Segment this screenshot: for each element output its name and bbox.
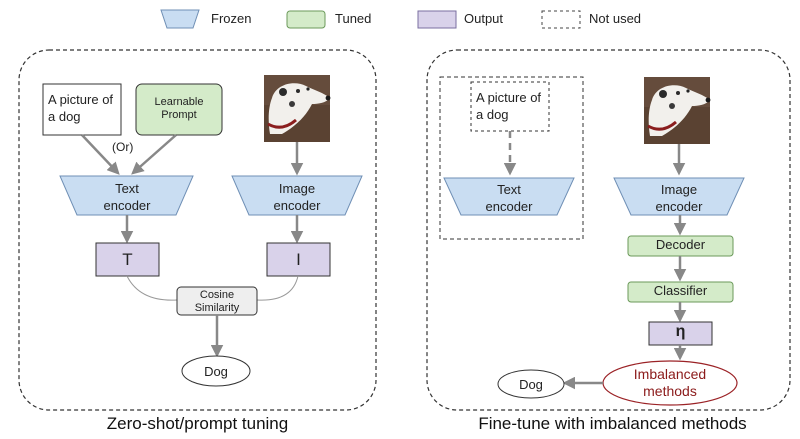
right-text-encoder-label: Text encoder bbox=[485, 182, 533, 214]
left-text-prompt: A picture of a dog bbox=[48, 92, 114, 124]
left-image-encoder bbox=[231, 175, 363, 216]
logits-output-label: η bbox=[675, 323, 686, 340]
left-image-encoder-label: Image encoder bbox=[273, 181, 321, 213]
classifier-label: Classifier bbox=[653, 283, 708, 298]
left-prediction-ellipse bbox=[181, 355, 251, 387]
legend-frozen-swatch bbox=[160, 9, 200, 29]
legend-output-swatch bbox=[417, 10, 457, 29]
legend-frozen-label: Frozen bbox=[211, 11, 252, 26]
right-image-encoder bbox=[613, 177, 745, 216]
right-image-encoder-label: Image encoder bbox=[655, 182, 703, 214]
arrow-prompt-to-text-encoder bbox=[81, 134, 120, 175]
left-text-prompt-box bbox=[42, 83, 122, 136]
learnable-prompt-label: Learnable Prompt bbox=[154, 96, 204, 121]
left-dog-photo-icon bbox=[264, 75, 331, 142]
left-panel-caption: Zero-shot/prompt tuning bbox=[106, 414, 289, 433]
legend-not-used-label: Not used bbox=[589, 11, 642, 26]
unused-text-branch-border bbox=[439, 76, 584, 240]
decoder-label: Decoder bbox=[655, 237, 706, 252]
image-embedding-label: I bbox=[296, 250, 301, 269]
legend-not-used-swatch bbox=[541, 10, 581, 29]
right-text-prompt-box bbox=[470, 81, 550, 132]
legend-tuned-swatch bbox=[286, 10, 326, 29]
or-label: (Or) bbox=[112, 140, 134, 154]
left-text-encoder bbox=[59, 175, 194, 216]
learnable-prompt-box bbox=[135, 83, 223, 136]
left-prediction-label: Dog bbox=[204, 364, 228, 379]
right-panel-border bbox=[426, 49, 791, 411]
imbalanced-methods-label: Imbalanced methods bbox=[633, 366, 707, 399]
legend-tuned-label: Tuned bbox=[335, 11, 372, 26]
text-embedding-box bbox=[95, 242, 160, 277]
right-prediction-ellipse bbox=[497, 369, 565, 399]
right-dog-photo-icon bbox=[644, 77, 711, 144]
right-panel-caption: Fine-tune with imbalanced methods bbox=[478, 414, 747, 433]
right-text-encoder bbox=[443, 177, 575, 216]
right-prediction-label: Dog bbox=[519, 377, 543, 392]
left-panel-border bbox=[18, 49, 377, 411]
cosine-similarity-label: Cosine Similarity bbox=[194, 289, 240, 314]
image-embedding-box bbox=[266, 242, 331, 277]
text-embedding-label: T bbox=[122, 250, 133, 269]
legend-output-label: Output bbox=[464, 11, 504, 26]
arrow-learnable-to-text-encoder bbox=[131, 134, 177, 175]
right-text-prompt: A picture of a dog bbox=[476, 90, 542, 122]
left-text-encoder-label: Text encoder bbox=[103, 181, 151, 213]
